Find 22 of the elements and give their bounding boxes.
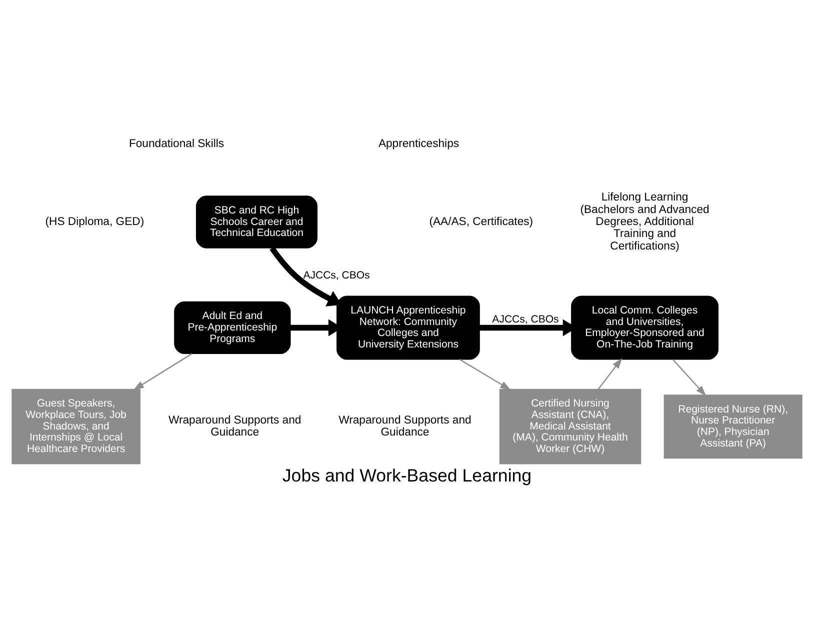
node-box: Local Comm. Colleges and Universities, Employer-Sponsored and On-The-Job Training [571,296,718,360]
label: (AA/AS, Certificates) [429,216,534,228]
arrow [133,353,192,390]
node-box: Guest Speakers, Workplace Tours, Job Shadows, and Internships @ Local Healthcare Providers [12,388,140,464]
node-box: SBC and RC High Schools Career and Technical Education [196,196,318,248]
edge-label: AJCCs, CBOs [303,270,370,282]
label: Wraparound Supports and Guidance [168,414,302,439]
arrow [672,359,706,396]
arrow [598,358,622,390]
label: (HS Diploma, GED) [45,216,144,228]
arrow [459,358,511,390]
label: Foundational Skills [128,138,224,150]
node-box: LAUNCH Apprenticeship Network: Community Colleges and University Extensions [336,296,480,360]
node-box: Certified Nursing Assistant (CNA), Medical Assistant (MA), Community Health Worker (CHW) [499,388,642,464]
caption: Jobs and Work-Based Learning [282,465,532,486]
label: Apprenticeships [378,138,460,150]
label: Lifelong Learning (Bachelors and Advanced Degrees, Additional Training and Certifications) [580,192,710,252]
label: Wraparound Supports and Guidance [338,414,472,439]
edge-label: AJCCs, CBOs [492,313,559,326]
node-box: Adult Ed and Pre-Apprenticeship Programs [174,301,291,354]
arrow [270,246,342,306]
node-box: Registered Nurse (RN), Nurse Practitioner (NP), Physician Assistant (PA) [664,394,802,459]
